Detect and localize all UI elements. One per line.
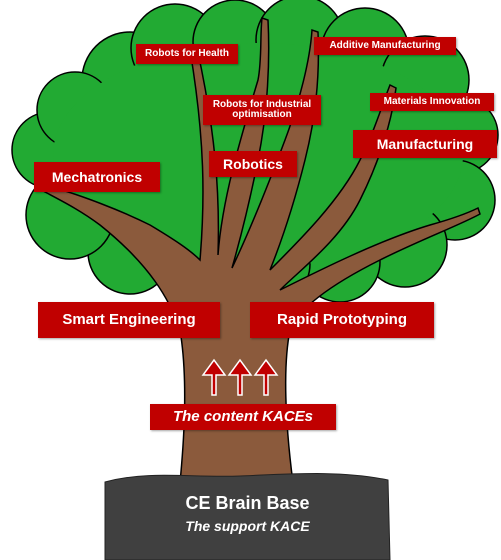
label-mechatronics: Mechatronics (34, 162, 160, 192)
up-arrow-icon (201, 358, 227, 396)
brain-base (104, 473, 391, 560)
arrows-group (201, 358, 279, 396)
label-robotics: Robotics (209, 151, 297, 177)
up-arrow-icon (253, 358, 279, 396)
label-additive-manufacturing: Additive Manufacturing (314, 37, 456, 55)
label-smart-engineering: Smart Engineering (38, 302, 220, 338)
base-title: CE Brain Base (185, 493, 310, 513)
label-manufacturing: Manufacturing (353, 130, 497, 158)
label-robots-for-health: Robots for Health (136, 44, 238, 64)
label-content-kaces: The content KACEs (150, 404, 336, 430)
up-arrow-icon (227, 358, 253, 396)
label-rapid-prototyping: Rapid Prototyping (250, 302, 434, 338)
base-subtitle: The support KACE (185, 518, 310, 534)
label-robots-for-industrial-optimisation: Robots for Industrial optimisation (203, 95, 321, 125)
label-materials-innovation: Materials Innovation (370, 93, 494, 111)
